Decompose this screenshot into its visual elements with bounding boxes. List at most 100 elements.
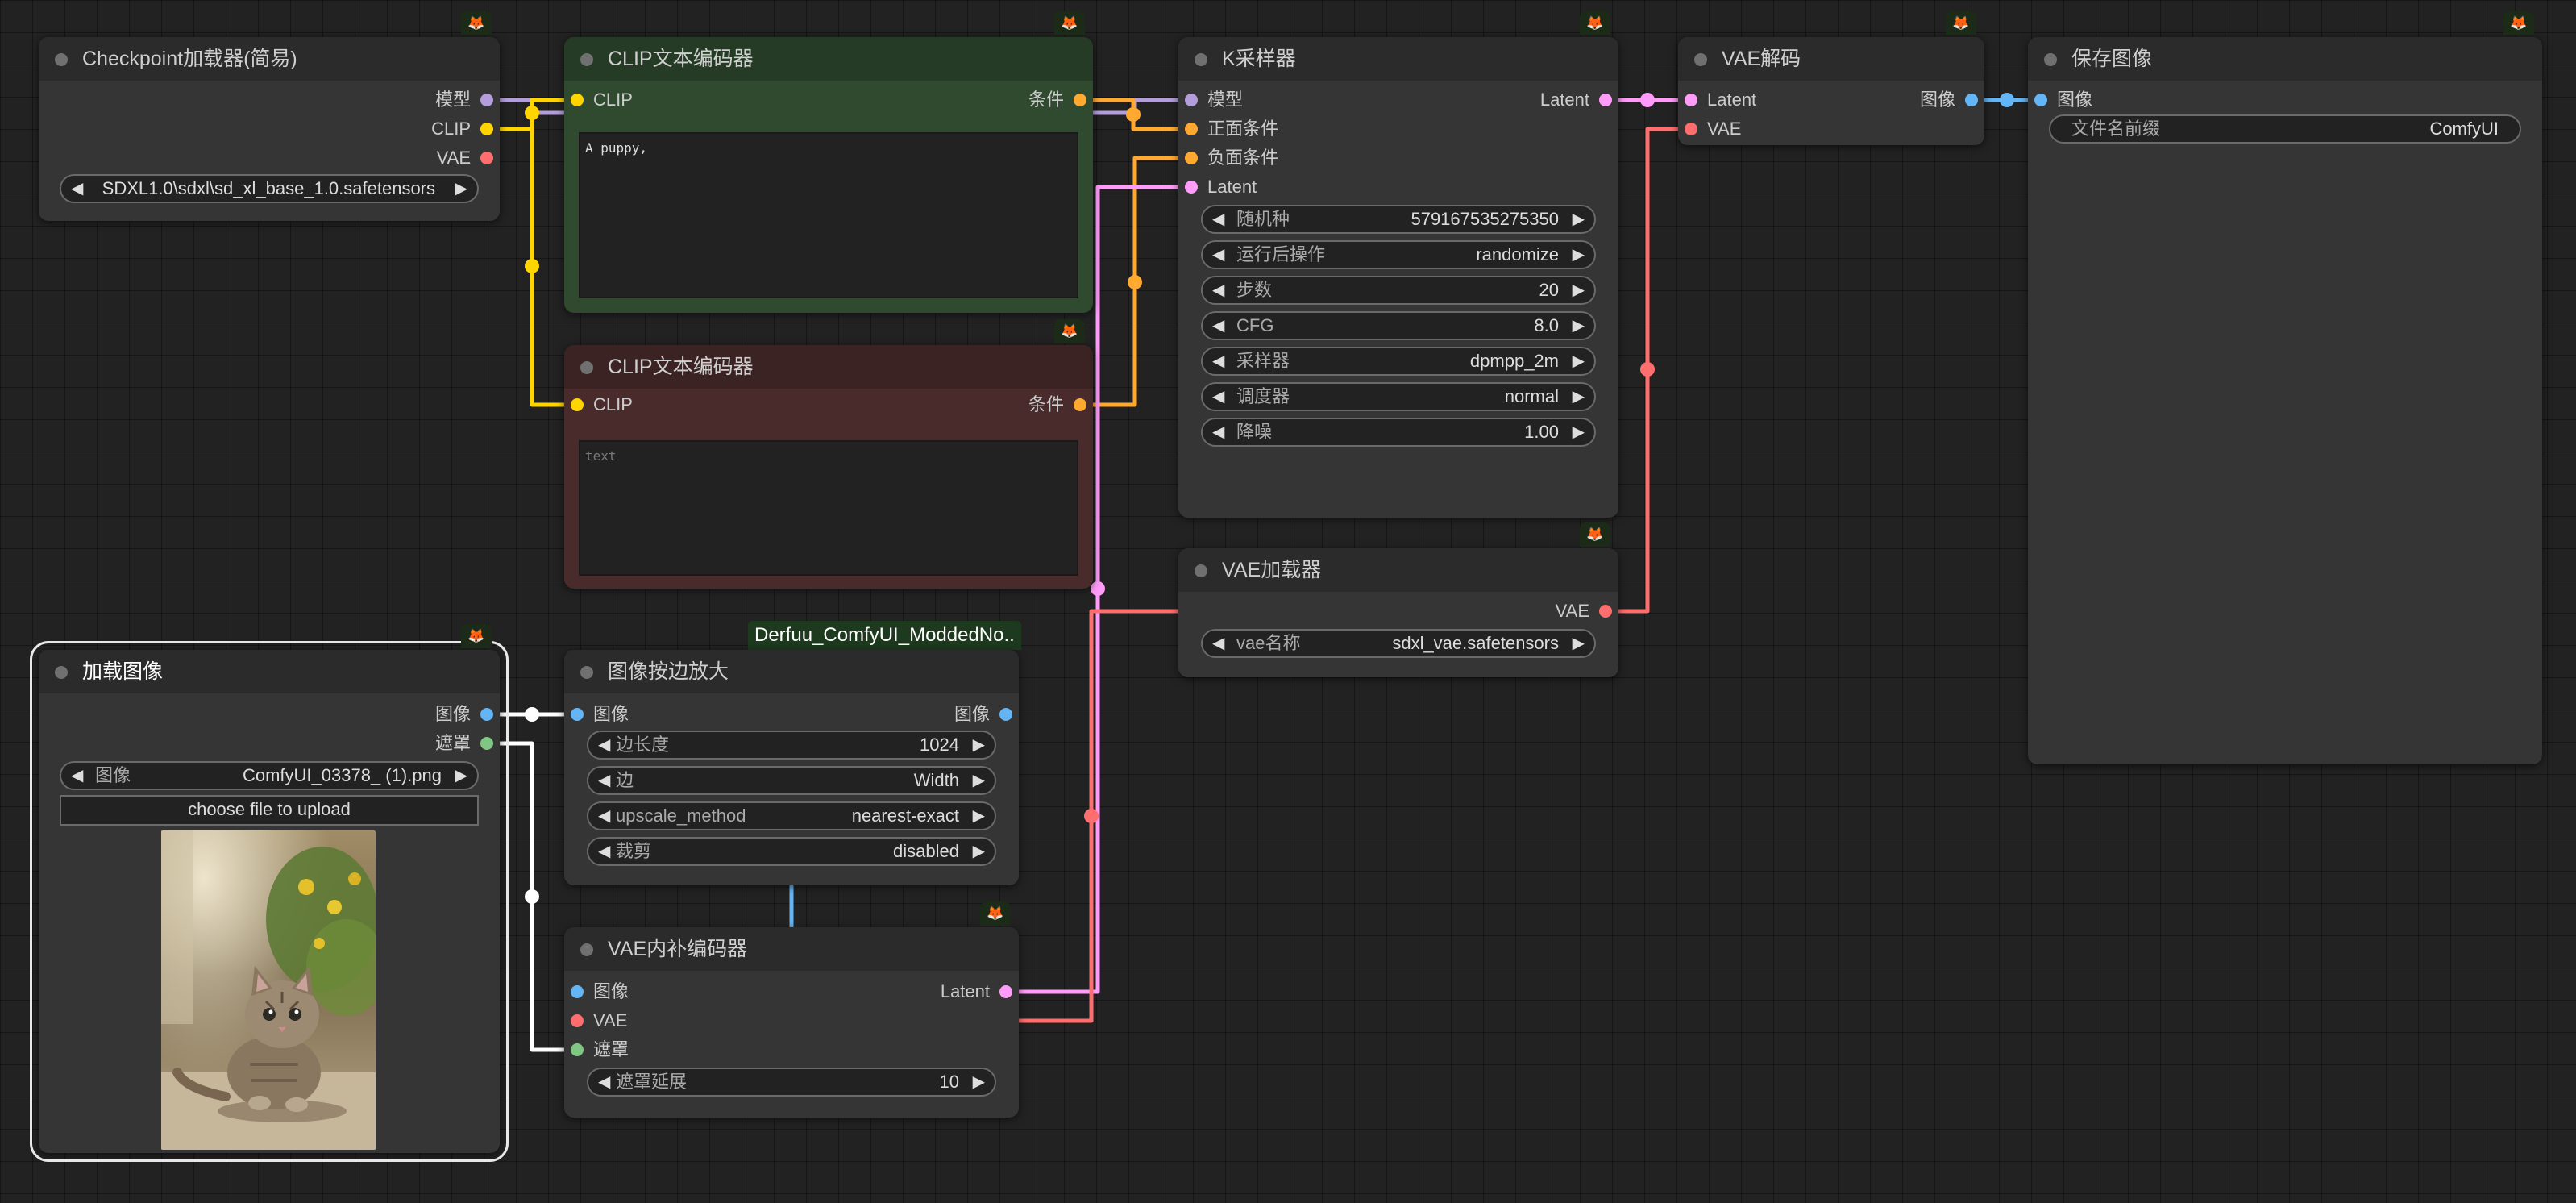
arrow-right-icon[interactable]: ▶ — [1572, 281, 1585, 299]
input-clip[interactable]: CLIP — [564, 90, 633, 110]
input-vae[interactable]: VAE — [564, 1011, 627, 1030]
node-title[interactable]: CLIP文本编码器 — [564, 37, 1093, 81]
node-clip-text-positive[interactable]: CLIP文本编码器 🦊 CLIP 条件 A puppy, — [564, 11, 1093, 313]
node-checkpoint-loader[interactable]: Checkpoint加载器(简易) 🦊 模型 CLIP VAE ◀ SDXL1.… — [39, 11, 500, 221]
node-title[interactable]: CLIP文本编码器 — [564, 345, 1093, 389]
slot-dot-icon[interactable] — [1074, 398, 1086, 411]
slot-dot-icon[interactable] — [571, 708, 584, 721]
arrow-right-icon[interactable]: ▶ — [1572, 388, 1585, 406]
collapse-dot-icon[interactable] — [580, 361, 593, 374]
ckpt-name-combo[interactable]: ◀ SDXL1.0\sdxl\sd_xl_base_1.0.safetensor… — [60, 174, 479, 203]
input-clip[interactable]: CLIP — [564, 395, 633, 414]
arrow-right-icon[interactable]: ▶ — [455, 767, 467, 785]
output-mask[interactable]: 遮罩 — [435, 734, 500, 753]
arrow-left-icon[interactable]: ◀ — [1212, 388, 1225, 406]
arrow-right-icon[interactable]: ▶ — [1572, 423, 1585, 441]
node-vae-decode[interactable]: VAE解码 🦊 Latent VAE 图像 — [1678, 11, 1984, 145]
input-model[interactable]: 模型 — [1178, 90, 1243, 110]
node-title[interactable]: VAE内补编码器 — [564, 927, 1019, 971]
arrow-right-icon[interactable]: ▶ — [1572, 352, 1585, 370]
node-title[interactable]: Checkpoint加载器(简易) — [39, 37, 500, 81]
collapse-dot-icon[interactable] — [1694, 53, 1707, 66]
collapse-dot-icon[interactable] — [580, 53, 593, 66]
arrow-left-icon[interactable]: ◀ — [1212, 635, 1225, 652]
upload-button[interactable]: choose file to upload — [60, 795, 479, 826]
slot-dot-icon[interactable] — [480, 737, 493, 750]
collapse-dot-icon[interactable] — [580, 943, 593, 956]
collapse-dot-icon[interactable] — [2044, 53, 2057, 66]
node-clip-text-negative[interactable]: CLIP文本编码器 🦊 CLIP 条件 text — [564, 319, 1093, 589]
arrow-left-icon[interactable]: ◀ — [1212, 281, 1225, 299]
slot-dot-icon[interactable] — [1965, 94, 1978, 106]
arrow-right-icon[interactable]: ▶ — [972, 807, 985, 825]
arrow-left-icon[interactable]: ◀ — [1212, 352, 1225, 370]
node-title[interactable]: 加载图像 — [39, 650, 500, 693]
slot-dot-icon[interactable] — [571, 94, 584, 106]
output-clip[interactable]: CLIP — [431, 119, 500, 139]
output-image[interactable]: 图像 — [954, 705, 1019, 724]
slot-dot-icon[interactable] — [999, 708, 1012, 721]
arrow-right-icon[interactable]: ▶ — [972, 843, 985, 860]
node-title[interactable]: 图像按边放大 — [564, 650, 1019, 693]
input-latent[interactable]: Latent — [1178, 177, 1257, 197]
arrow-right-icon[interactable]: ▶ — [972, 736, 985, 754]
collapse-dot-icon[interactable] — [55, 53, 68, 66]
slot-dot-icon[interactable] — [1599, 94, 1612, 106]
slot-dot-icon[interactable] — [480, 123, 493, 135]
arrow-left-icon[interactable]: ◀ — [1212, 210, 1225, 228]
group-label-derfuu[interactable]: Derfuu_ComfyUI_ModdedNo.. — [748, 621, 1021, 650]
arrow-left-icon[interactable]: ◀ — [1212, 317, 1225, 335]
output-conditioning[interactable]: 条件 — [1028, 90, 1093, 110]
arrow-right-icon[interactable]: ▶ — [1572, 246, 1585, 264]
output-latent[interactable]: Latent — [941, 982, 1019, 1001]
collapse-dot-icon[interactable] — [1195, 564, 1207, 577]
output-vae[interactable]: VAE — [437, 148, 500, 168]
input-image[interactable]: 图像 — [2028, 90, 2092, 110]
arrow-left-icon[interactable]: ◀ — [598, 772, 611, 789]
slot-dot-icon[interactable] — [1685, 94, 1697, 106]
arrow-left-icon[interactable]: ◀ — [598, 807, 611, 825]
arrow-left-icon[interactable]: ◀ — [598, 843, 611, 860]
slot-dot-icon[interactable] — [1185, 181, 1198, 194]
arrow-right-icon[interactable]: ▶ — [972, 772, 985, 789]
input-mask[interactable]: 遮罩 — [564, 1040, 629, 1059]
slot-dot-icon[interactable] — [1074, 94, 1086, 106]
prompt-textarea[interactable]: A puppy, — [579, 132, 1078, 298]
arrow-left-icon[interactable]: ◀ — [598, 1073, 611, 1091]
arrow-right-icon[interactable]: ▶ — [1572, 635, 1585, 652]
output-image[interactable]: 图像 — [435, 705, 500, 724]
output-image[interactable]: 图像 — [1920, 90, 1984, 110]
node-title[interactable]: VAE加载器 — [1178, 548, 1618, 592]
slot-dot-icon[interactable] — [2034, 94, 2047, 106]
node-title[interactable]: 保存图像 — [2028, 37, 2542, 81]
arrow-left-icon[interactable]: ◀ — [1212, 246, 1225, 264]
slot-dot-icon[interactable] — [1185, 123, 1198, 135]
node-title[interactable]: VAE解码 — [1678, 37, 1984, 81]
prompt-textarea[interactable]: text — [579, 440, 1078, 576]
arrow-left-icon[interactable]: ◀ — [598, 736, 611, 754]
slot-dot-icon[interactable] — [1185, 94, 1198, 106]
slot-dot-icon[interactable] — [480, 152, 493, 164]
arrow-left-icon[interactable]: ◀ — [71, 767, 84, 785]
slot-dot-icon[interactable] — [1599, 605, 1612, 618]
slot-dot-icon[interactable] — [571, 985, 584, 998]
slot-dot-icon[interactable] — [571, 1043, 584, 1056]
collapse-dot-icon[interactable] — [55, 666, 68, 679]
input-image[interactable]: 图像 — [564, 982, 629, 1001]
